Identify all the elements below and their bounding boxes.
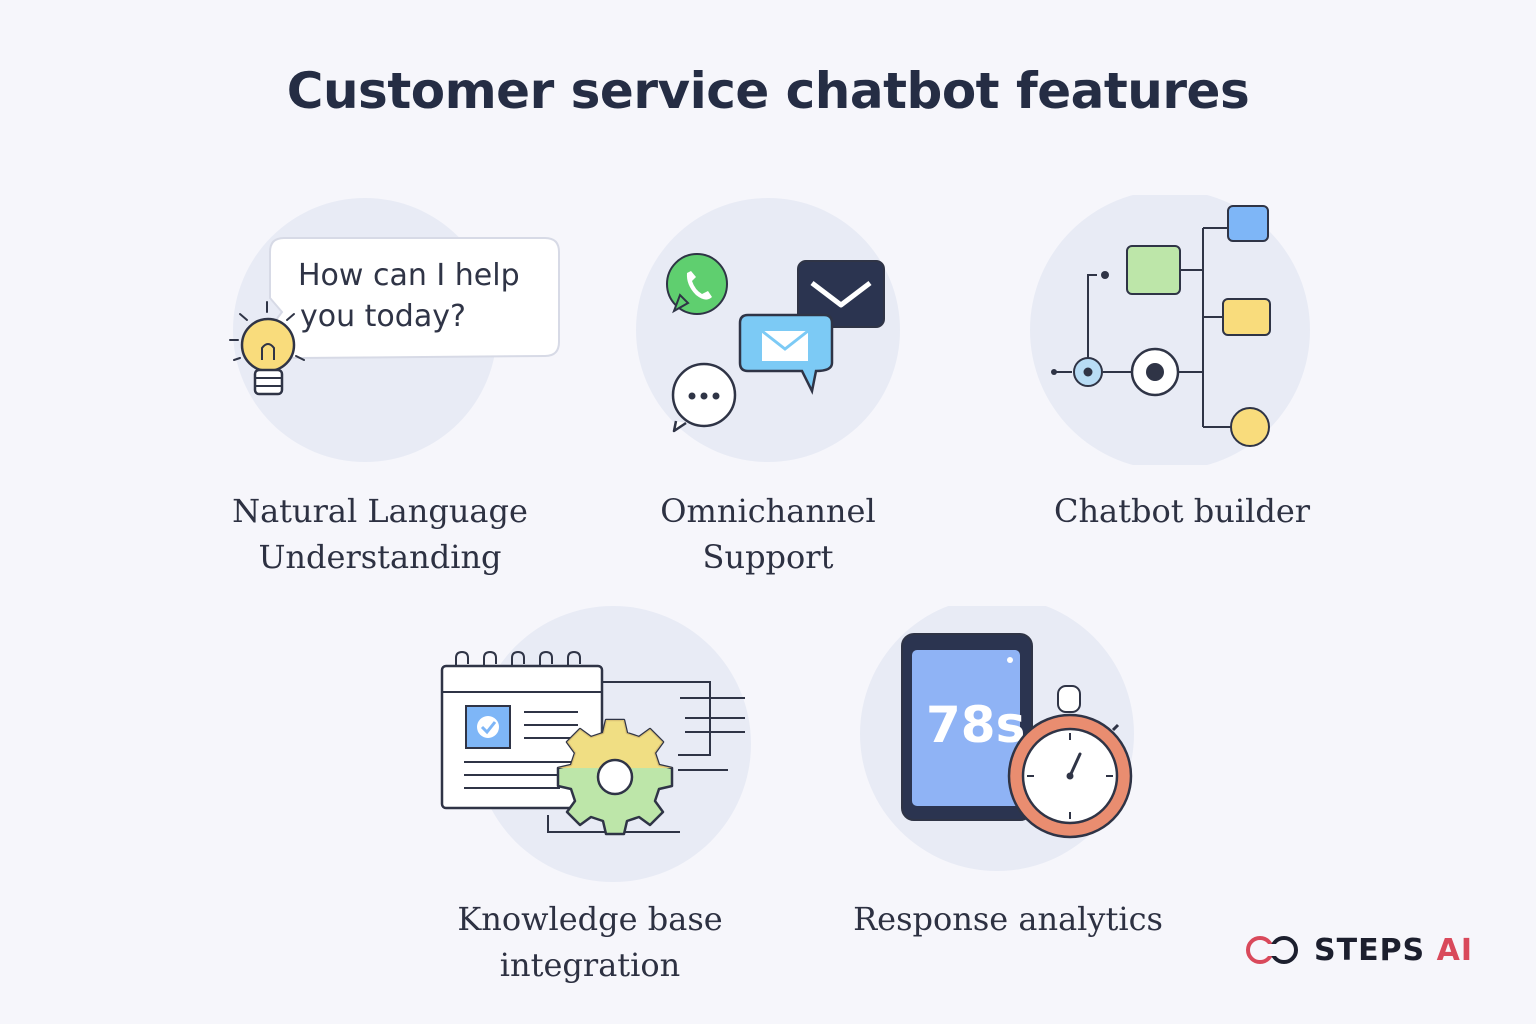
email-blue-icon [738,313,834,395]
flow-connectors [1055,227,1232,428]
gear-icon [556,718,674,836]
flow-yellow-circle [1230,407,1270,447]
response-analytics-illustration: 78s [860,606,1134,871]
nlu-illustration: How can I help you today? [229,198,560,462]
builder-backdrop-circle [1030,195,1310,465]
chat-dots-icon [671,362,737,433]
feature-label: Omnichannel Support [660,492,876,576]
timer-value: 78s [926,696,1025,754]
email-dark-icon [797,260,885,328]
flow-green-block [1126,245,1181,295]
feature-label: Response analytics [853,900,1163,938]
flow-start-node [1073,357,1103,387]
brand-name: STEPS AI [1314,932,1474,968]
tablet-icon: 78s [901,633,1033,821]
flow-yellow-block [1222,298,1271,336]
steps-logo-icon [1246,936,1298,964]
knowledge-base-illustration [440,606,751,882]
lightbulb-icon [229,301,305,396]
flow-target-node [1130,347,1180,397]
brand-logo: STEPS AI [1244,930,1473,970]
bubble-line-2: you today? [300,299,466,334]
chatbot-builder-illustration [1030,195,1310,465]
feature-label: Chatbot builder [1053,492,1311,530]
page-title: Customer service chatbot features [286,62,1250,120]
omnichannel-illustration [636,198,900,462]
whatsapp-icon [666,253,728,315]
feature-label: Knowledge base integration [457,900,723,984]
bubble-line-1: How can I help [298,258,520,293]
stopwatch-icon [1007,685,1133,839]
kb-connectors [547,681,745,833]
flow-blue-block [1227,205,1269,242]
speech-bubble: How can I help you today? [268,237,560,360]
feature-label: Natural Language Understanding [232,492,528,576]
